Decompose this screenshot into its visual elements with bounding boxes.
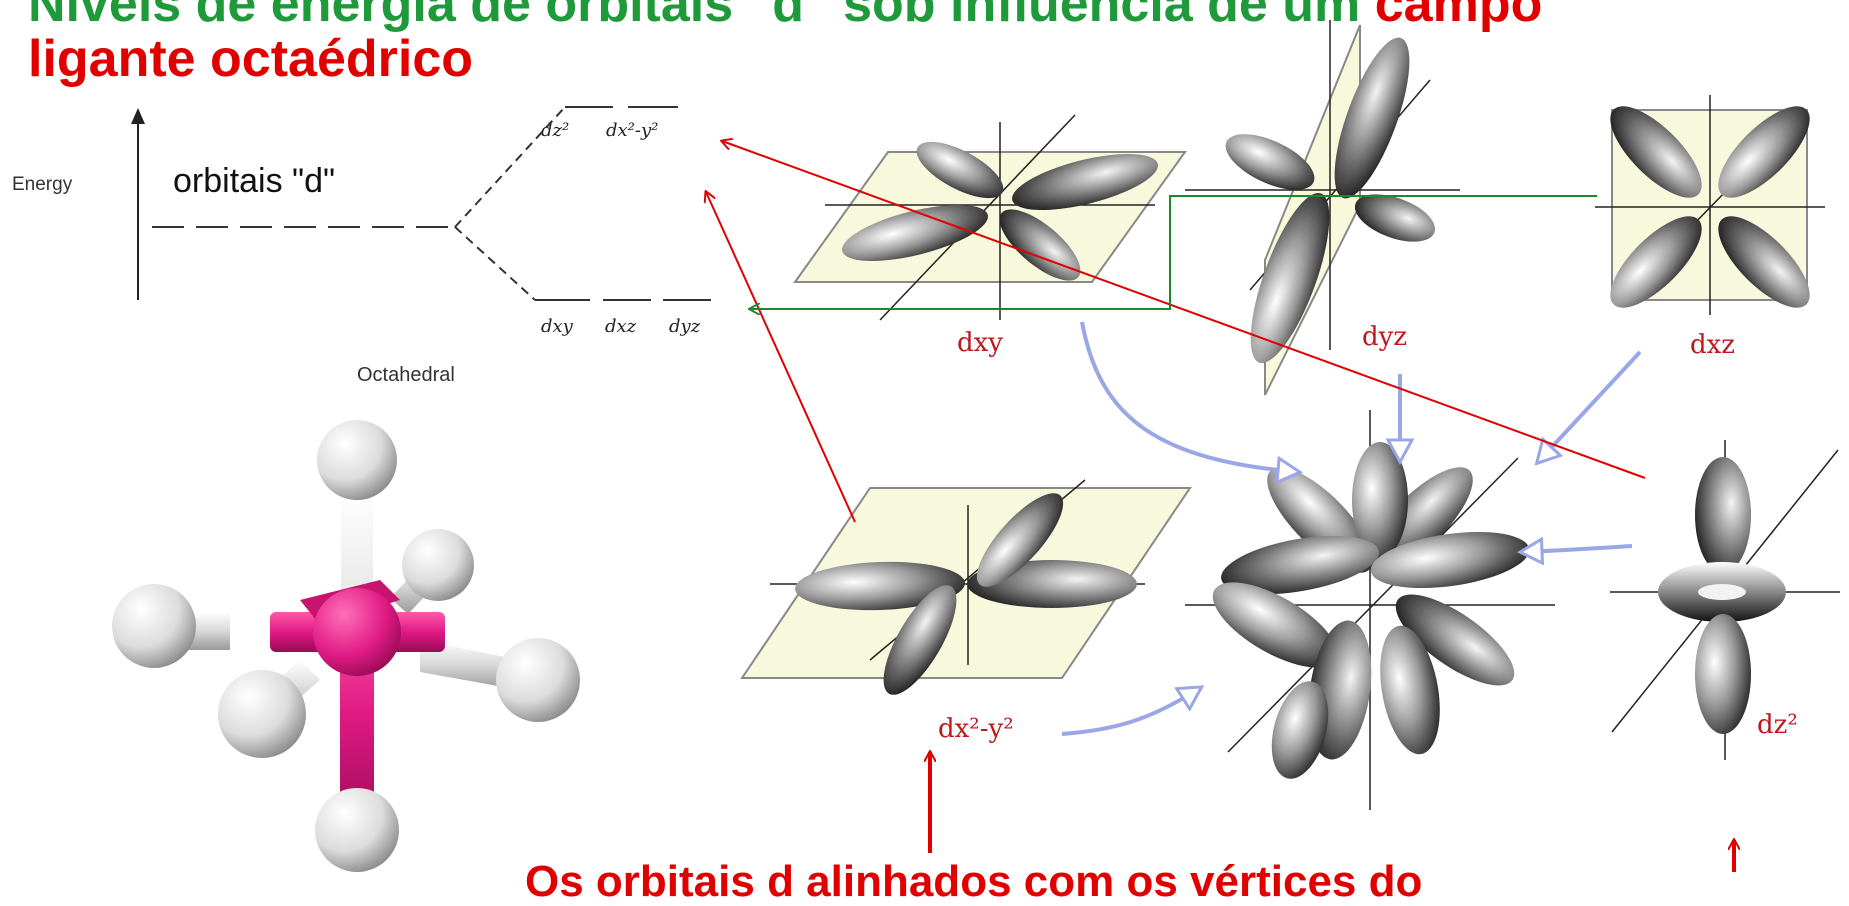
split-up-line bbox=[454, 106, 566, 228]
octahedral-label: Octahedral bbox=[357, 364, 455, 386]
ligand-atom bbox=[112, 584, 196, 668]
orbital-label-dyz: dyz bbox=[1362, 322, 1408, 352]
flow-arrow-dxy bbox=[1080, 321, 1298, 472]
orbital-label-dxz: dxz bbox=[1690, 330, 1736, 360]
ligand-atom bbox=[315, 788, 399, 872]
octahedral-molecule-model bbox=[112, 420, 580, 872]
energy-level-diagram bbox=[131, 106, 711, 301]
level-label-dxy: dxy bbox=[541, 316, 573, 337]
flow-arrows bbox=[1061, 321, 1642, 736]
level-label-dx2y2: dx²-y² bbox=[606, 120, 659, 141]
arrow-dx2y2-to-eg bbox=[706, 192, 856, 523]
energy-axis-label: Energy bbox=[12, 174, 73, 195]
level-label-dyz: dyz bbox=[669, 316, 701, 337]
dz2-orbital bbox=[1610, 440, 1840, 760]
dxy-orbital bbox=[793, 114, 1187, 321]
flow-arrow-dxz bbox=[1538, 350, 1642, 462]
orbital-diagram bbox=[112, 20, 1840, 872]
flow-arrow-dz2 bbox=[1522, 546, 1633, 552]
title-green-part: Níveis de energia de orbitais "d" sob in… bbox=[28, 0, 1361, 33]
central-metal-atom bbox=[313, 588, 401, 676]
annotation-arrows bbox=[706, 141, 1734, 872]
arrow-dz2-to-eg bbox=[722, 141, 1646, 479]
title-line-2: ligante octaédrico bbox=[28, 30, 473, 88]
ligand-atom bbox=[218, 670, 306, 758]
dxz-orbital bbox=[1595, 95, 1825, 315]
title-red-part: campo bbox=[1374, 0, 1543, 33]
split-down-line bbox=[454, 226, 536, 301]
dyz-orbital bbox=[1185, 20, 1460, 396]
dx2-y2-orbital bbox=[740, 479, 1192, 695]
ligand-atom bbox=[402, 529, 474, 601]
orbital-label-dx2y2: dx²-y² bbox=[938, 714, 1014, 744]
arrow-t2g-group bbox=[750, 195, 1597, 309]
orbital-label-dxy: dxy bbox=[957, 328, 1003, 358]
level-label-dxz: dxz bbox=[605, 316, 637, 337]
flow-arrow-dx2y2 bbox=[1061, 688, 1200, 736]
combined-d-orbitals bbox=[1185, 410, 1555, 810]
energy-axis-arrowhead bbox=[131, 108, 145, 124]
ligand-atom bbox=[496, 638, 580, 722]
title-line-1: Níveis de energia de orbitais "d" sob in… bbox=[28, 0, 1542, 30]
orbital-label-dz2: dz² bbox=[1757, 710, 1798, 740]
ligand-atom bbox=[317, 420, 397, 500]
orbitais-d-label: orbitais "d" bbox=[173, 162, 336, 200]
